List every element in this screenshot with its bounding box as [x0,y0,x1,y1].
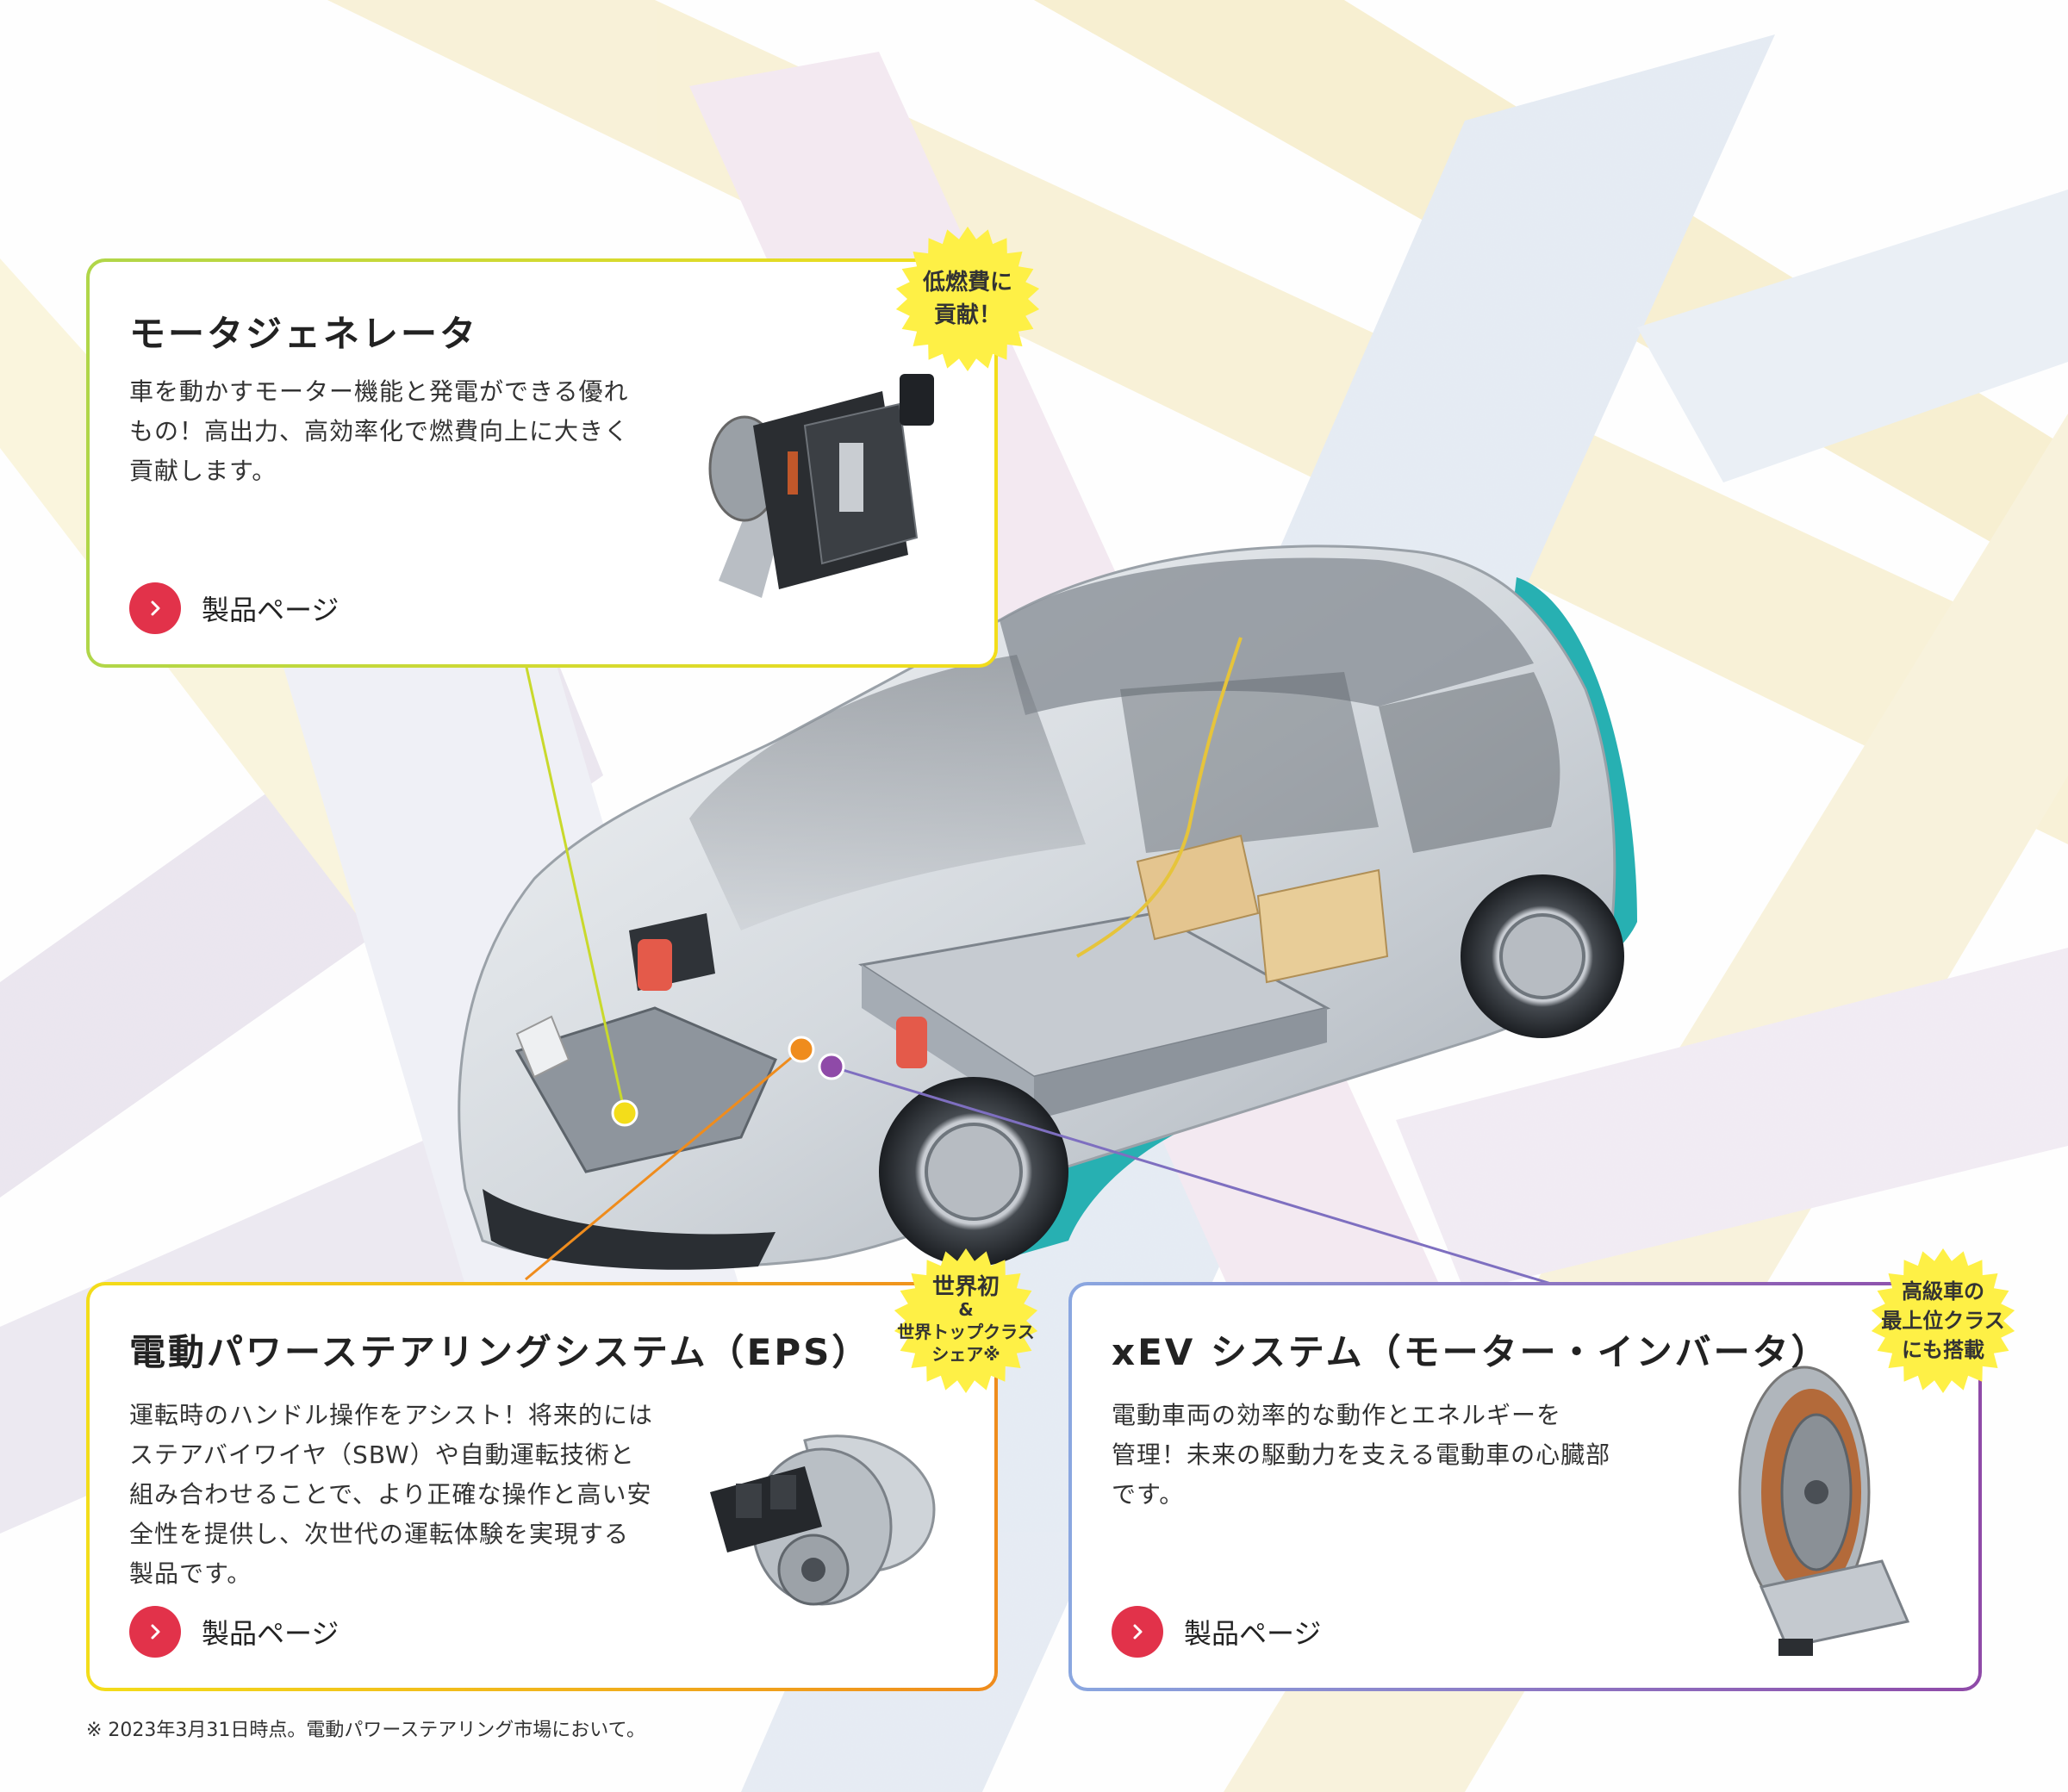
eps-title: 電動パワーステアリングシステム（EPS） [129,1331,871,1373]
footnote: ※ 2023年3月31日時点。電動パワーステアリング市場において。 [86,1720,645,1741]
motor-generator-description: 車を動かすモーター機能と発電ができる優れ もの！高出力、高効率化で燃費向上に大き… [129,377,630,485]
motor-generator-title: モータジェネレータ [129,313,479,355]
starburst-icon [1871,1248,2015,1393]
xev-product-link[interactable]: 製品ページ [1112,1606,1321,1658]
xev-description: 電動車両の効率的な動作とエネルギーを 管理！未来の駆動力を支える電動車の心臓部 … [1112,1401,1611,1509]
eps-card: 電動パワーステアリングシステム（EPS） 運転時のハンドル操作をアシスト！将来的… [86,1282,998,1691]
eps-product-image [710,1434,936,1606]
eps-badge: 世界初 & 世界トップクラス シェア※ [893,1248,1039,1394]
motor-generator-card: モータジェネレータ 車を動かすモーター機能と発電ができる優れ もの！高出力、高効… [86,258,998,668]
xev-product-image [1738,1366,1910,1656]
xev-title: xEV システム（モーター・インバータ） [1112,1331,1830,1373]
motor-generator-product-image [708,374,934,598]
chevron-right-icon [129,582,181,634]
starburst-icon [895,227,1040,371]
chevron-right-icon [1112,1606,1163,1658]
motor-generator-product-link[interactable]: 製品ページ [129,582,339,634]
eps-description: 運転時のハンドル操作をアシスト！将来的には ステアバイワイヤ（SBW）や自動運転… [129,1401,653,1588]
starburst-icon [894,1248,1038,1393]
eps-product-link[interactable]: 製品ページ [129,1606,339,1658]
xev-card: xEV システム（モーター・インバータ） 電動車両の効率的な動作とエネルギーを … [1068,1282,1982,1691]
motor-generator-badge: 低燃費に 貢献！ [894,226,1041,372]
chevron-right-icon [129,1606,181,1658]
xev-badge: 高級車の 最上位クラス にも搭載 [1870,1248,2016,1394]
